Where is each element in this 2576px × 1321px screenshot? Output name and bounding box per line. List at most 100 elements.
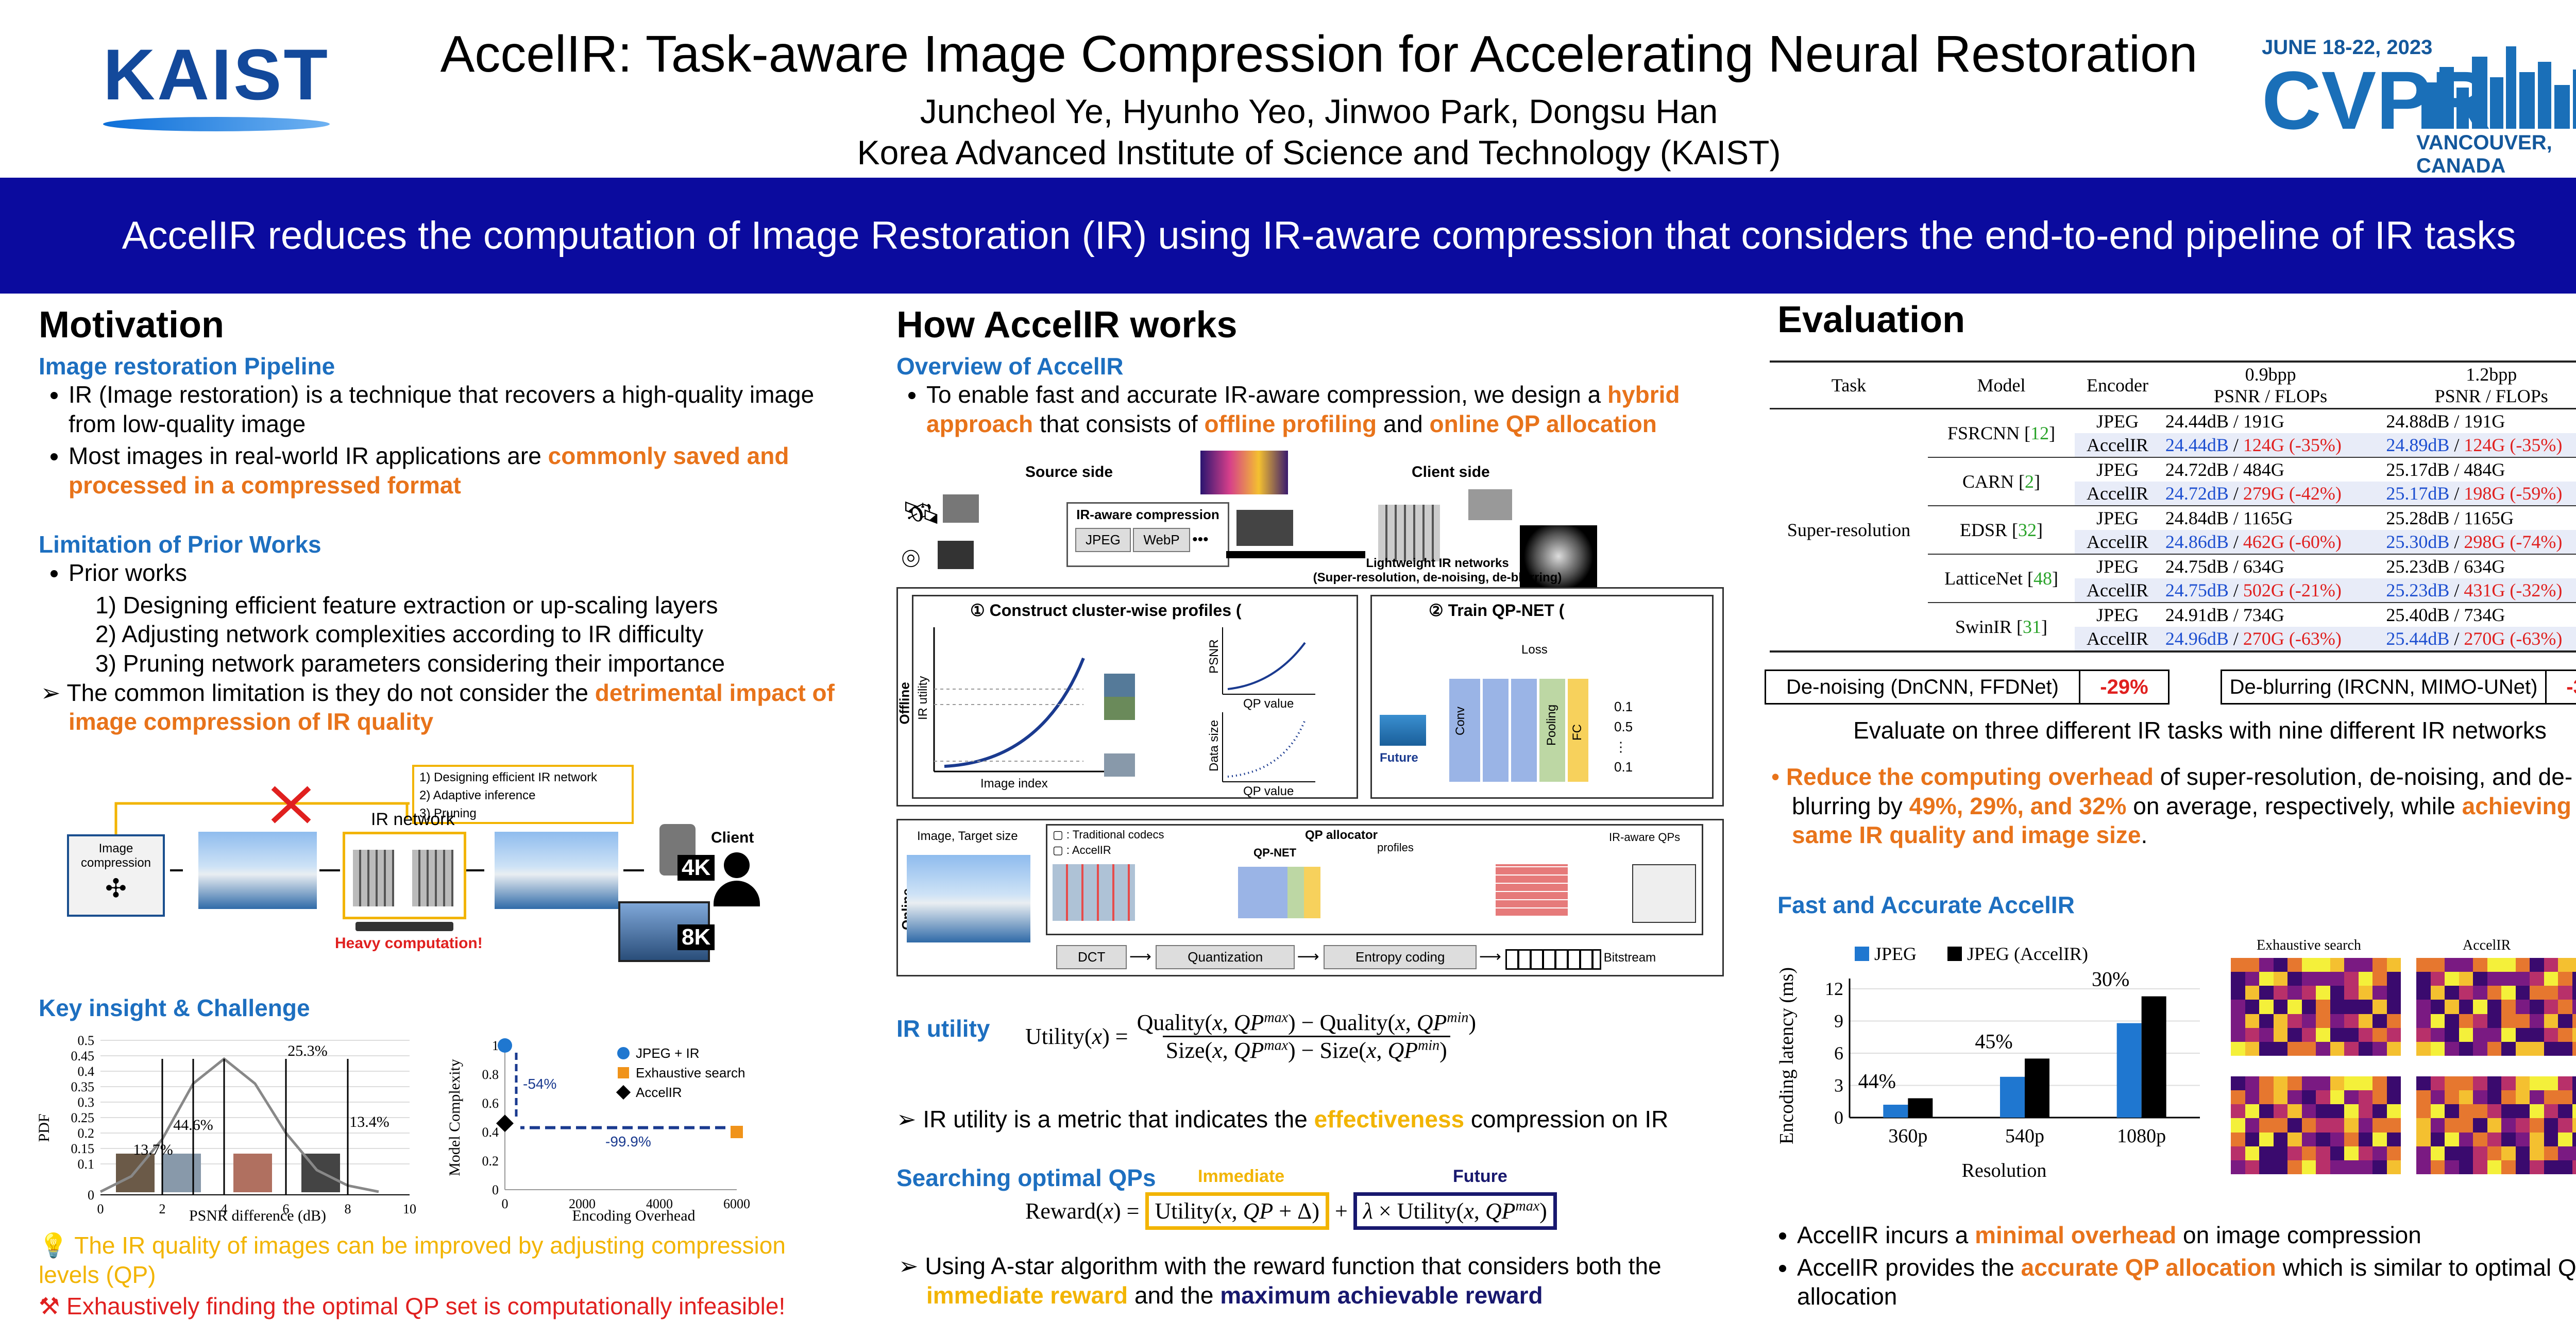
heatmap-cell	[2473, 1133, 2487, 1146]
heatmap-cell	[2359, 1146, 2373, 1160]
heatmap-cell	[2245, 972, 2260, 986]
heatmap-cell	[2445, 1028, 2459, 1042]
heatmap-cell	[2259, 1076, 2274, 1090]
prior-item-1: 1) Designing efficient feature extractio…	[95, 591, 853, 620]
pdf-ytick: 0.2	[78, 1126, 95, 1141]
heatmap-cell	[2387, 1042, 2401, 1056]
heatmap-cell	[2302, 1160, 2316, 1174]
pdf-xlabel: PSNR difference (dB)	[189, 1207, 326, 1224]
heatmap-cell	[2530, 1000, 2544, 1014]
heatmap-cell	[2259, 1000, 2274, 1014]
evaluation-heading: Evaluation	[1777, 299, 1965, 341]
insight-heading: Key insight & Challenge	[39, 994, 310, 1022]
pdf-xtick: 10	[403, 1202, 416, 1216]
heatmap-cell	[2445, 1118, 2459, 1132]
heatmap-cell	[2473, 986, 2487, 1000]
legend-marker	[616, 1085, 631, 1100]
heatmap-cell	[2501, 1014, 2516, 1028]
heatmap-cell	[2344, 1118, 2359, 1132]
heatmap-cell	[2459, 1133, 2473, 1146]
heatmap-cell	[2459, 1104, 2473, 1118]
cx-ytick: 0.4	[482, 1125, 499, 1140]
heatmap-cell	[2344, 1000, 2359, 1014]
heatmap-cell	[2302, 1042, 2316, 1056]
online-input-image	[907, 855, 1030, 942]
heatmap-cell	[2316, 972, 2330, 986]
heatmap-cell	[2372, 1090, 2387, 1104]
heatmap-cell	[2530, 1118, 2544, 1132]
heatmap-cell	[2516, 1146, 2530, 1160]
model-cell: EDSR [32]	[1928, 506, 2075, 554]
pdf-ytick: 0.15	[71, 1141, 95, 1156]
heatmap-cell	[2530, 1133, 2544, 1146]
heatmap-cell	[2372, 1146, 2387, 1160]
ir-utility-heading: IR utility	[896, 1015, 990, 1042]
heatmap-cell	[2501, 1000, 2516, 1014]
heatmap-cell	[2316, 1146, 2330, 1160]
heatmap-cell	[2231, 1118, 2245, 1132]
heatmap-cell	[2572, 1028, 2576, 1042]
heatmap-cell	[2416, 1104, 2431, 1118]
cvpr-place: VANCOUVER, CANADA	[2416, 131, 2576, 178]
heatmap-cell	[2459, 1000, 2473, 1014]
heatmap-cell	[2530, 972, 2544, 986]
model-cell: SwinIR [31]	[1928, 603, 2075, 651]
pdf-ytick: 0.25	[71, 1110, 95, 1125]
heatmap-cell	[2501, 972, 2516, 986]
accelir-point	[496, 1114, 514, 1132]
cx-annotation-1: -54%	[523, 1076, 556, 1092]
heatmap-cell	[2544, 972, 2558, 986]
entropy-chip: Entropy coding	[1324, 945, 1477, 969]
heatmap-cell	[2572, 1000, 2576, 1014]
heatmap-label-exhaustive: Exhaustive search	[2257, 937, 2361, 954]
heatmap-cell	[2330, 1000, 2345, 1014]
heatmap-cell	[2516, 986, 2530, 1000]
8k-badge: 8K	[677, 924, 715, 950]
motivation-column: Motivation Image restoration Pipeline IR…	[39, 304, 853, 736]
heatmap-cell	[2259, 1118, 2274, 1132]
heatmap-cell	[2231, 972, 2245, 986]
heatmap-cell	[2416, 1118, 2431, 1132]
heatmap-cell	[2259, 958, 2274, 972]
cx-ytick: 0.8	[482, 1067, 499, 1082]
heatmap-cell	[2359, 1014, 2373, 1028]
heatmap-cell	[2316, 1118, 2330, 1132]
heatmap-cell	[2516, 1076, 2530, 1090]
ir-aware-compression-box: IR-aware compression JPEG WebP •••	[1066, 502, 1229, 567]
santorini-image-1	[198, 832, 317, 909]
latency-annotation: 45%	[1975, 1030, 2012, 1053]
heatmap-cell	[2416, 1146, 2431, 1160]
heatmap-cell	[2287, 1104, 2302, 1118]
heatmap-cell	[2359, 1160, 2373, 1174]
heatmap-cell	[2359, 1028, 2373, 1042]
heatmap-cell	[2316, 1000, 2330, 1014]
cx-xtick: 0	[502, 1196, 509, 1211]
heatmap-cell	[2572, 1042, 2576, 1056]
legend-label: JPEG + IR	[636, 1045, 700, 1061]
heatmap-cell	[2445, 1042, 2459, 1056]
heatmap-cell	[2544, 1133, 2558, 1146]
eval-conclusion: AccelIR incurs a minimal overhead on ima…	[1767, 1221, 2576, 1314]
heatmap-cell	[2459, 972, 2473, 986]
heatmap-cell	[2245, 1104, 2260, 1118]
heatmap-cell	[2516, 1014, 2530, 1028]
heatmap-cell	[2558, 1104, 2572, 1118]
heatmap-cell	[2431, 1076, 2445, 1090]
heatmap-cell	[2387, 1146, 2401, 1160]
pdf-ytick: 0	[88, 1188, 94, 1203]
heatmap-cell	[2387, 986, 2401, 1000]
cx-xtick: 4000	[646, 1196, 673, 1211]
heatmap-cell	[2501, 1028, 2516, 1042]
heatmap-cell	[2416, 958, 2431, 972]
heatmap-cell	[2302, 958, 2316, 972]
heatmap-cell	[2431, 1146, 2445, 1160]
pdf-annotation: 13.7%	[133, 1141, 173, 1158]
heatmap-cell	[2359, 1090, 2373, 1104]
heatmap-cell	[2372, 1014, 2387, 1028]
heatmap-cell	[2530, 1160, 2544, 1174]
thumbnail-image	[162, 1154, 201, 1192]
source-devices: 🛰 ⌾	[902, 494, 1030, 572]
cx-ytick: 0.6	[482, 1096, 499, 1111]
thumbnail-image	[233, 1154, 272, 1192]
heatmap-cell	[2487, 1014, 2502, 1028]
